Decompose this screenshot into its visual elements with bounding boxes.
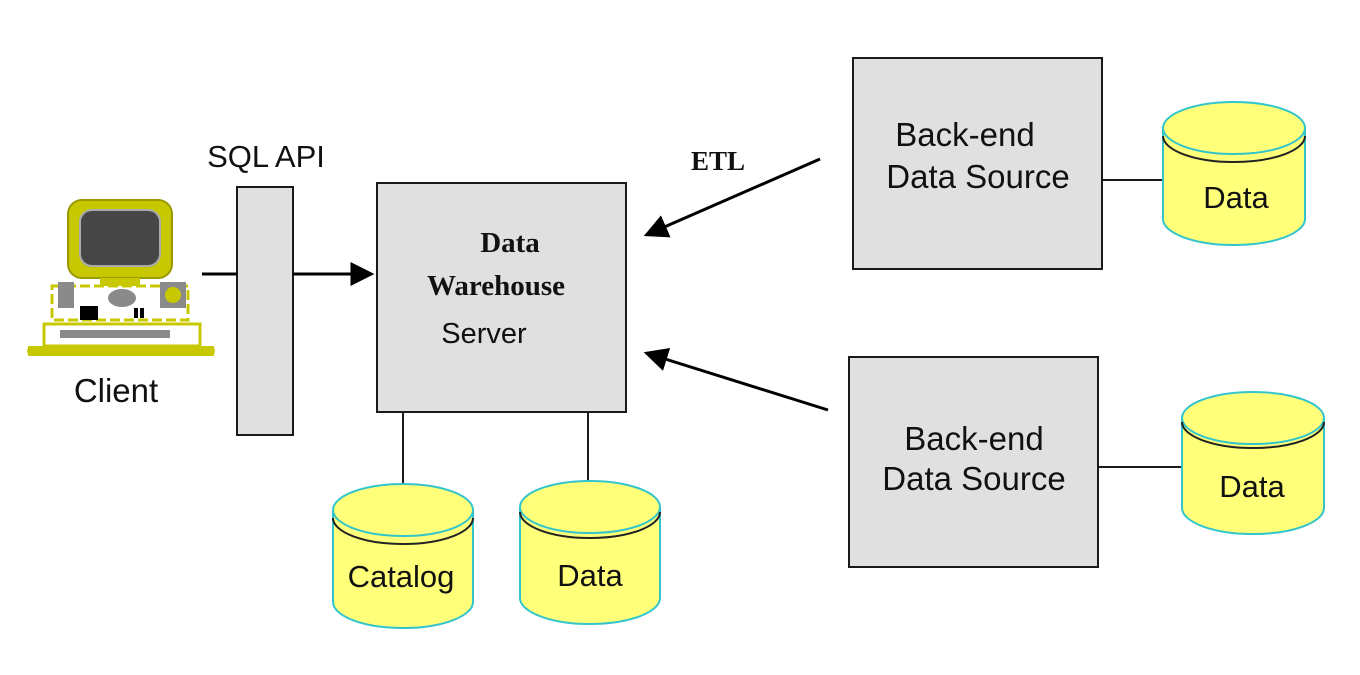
warehouse-title-line3: Server xyxy=(441,318,527,350)
data-warehouse-server-box[interactable] xyxy=(376,182,627,413)
desktop-computer-icon[interactable] xyxy=(27,199,215,356)
warehouse-data-store-label: Data xyxy=(557,558,623,593)
backend-1-data-store-icon[interactable] xyxy=(1162,101,1306,246)
sql-api-layer[interactable] xyxy=(236,186,294,436)
backend-data-source-box-1[interactable] xyxy=(852,57,1103,270)
backend-data-source-box-2[interactable] xyxy=(848,356,1099,568)
backend-2-data-store-label: Data xyxy=(1219,469,1285,504)
catalog-store-label: Catalog xyxy=(348,559,455,594)
catalog-store-icon[interactable] xyxy=(332,483,474,629)
backend-2-line2: Data Source xyxy=(882,460,1065,497)
backend-2-line1: Back-end xyxy=(904,420,1043,457)
etl-arrow-top xyxy=(643,157,821,238)
backend-1-data-store-label: Data xyxy=(1203,180,1269,215)
etl-arrow-bottom xyxy=(643,348,829,412)
client-label: Client xyxy=(74,372,158,409)
sql-api-label: SQL API xyxy=(207,139,325,174)
warehouse-title-line1: Data xyxy=(480,227,540,259)
backend-1-line2: Data Source xyxy=(886,158,1069,195)
backend-1-line1: Back-end xyxy=(895,116,1034,153)
warehouse-title-line2: Warehouse xyxy=(427,270,565,302)
etl-label: ETL xyxy=(691,146,745,176)
backend-2-data-store-icon[interactable] xyxy=(1181,391,1325,535)
warehouse-data-store-icon[interactable] xyxy=(519,480,661,625)
